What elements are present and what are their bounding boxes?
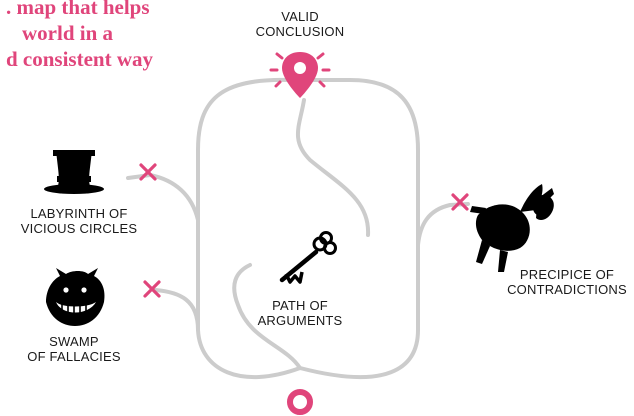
inner-s-path <box>298 100 368 235</box>
label-swamp-of-fallacies: SWAMP OF FALLACIES <box>22 334 126 364</box>
key-icon <box>282 233 336 283</box>
path-network <box>128 80 468 377</box>
start-ring-icon <box>290 392 310 412</box>
top-hat-icon <box>44 150 104 194</box>
cheshire-cat-grin-icon <box>46 268 105 326</box>
branch-swamp <box>155 290 198 330</box>
x-mark-icon <box>453 195 467 209</box>
outer-loop-path <box>198 80 418 377</box>
label-path-of-arguments: PATH OF ARGUMENTS <box>250 298 350 328</box>
map-pin-icon <box>271 52 329 98</box>
label-precipice-of-contradictions: PRECIPICE OF CONTRADICTIONS <box>504 267 630 297</box>
branch-precipice <box>418 204 468 245</box>
label-labyrinth-of-vicious-circles: LABYRINTH OF VICIOUS CIRCLES <box>14 206 144 236</box>
falling-girl-icon <box>470 184 554 272</box>
label-valid-conclusion: VALID CONCLUSION <box>250 9 350 39</box>
